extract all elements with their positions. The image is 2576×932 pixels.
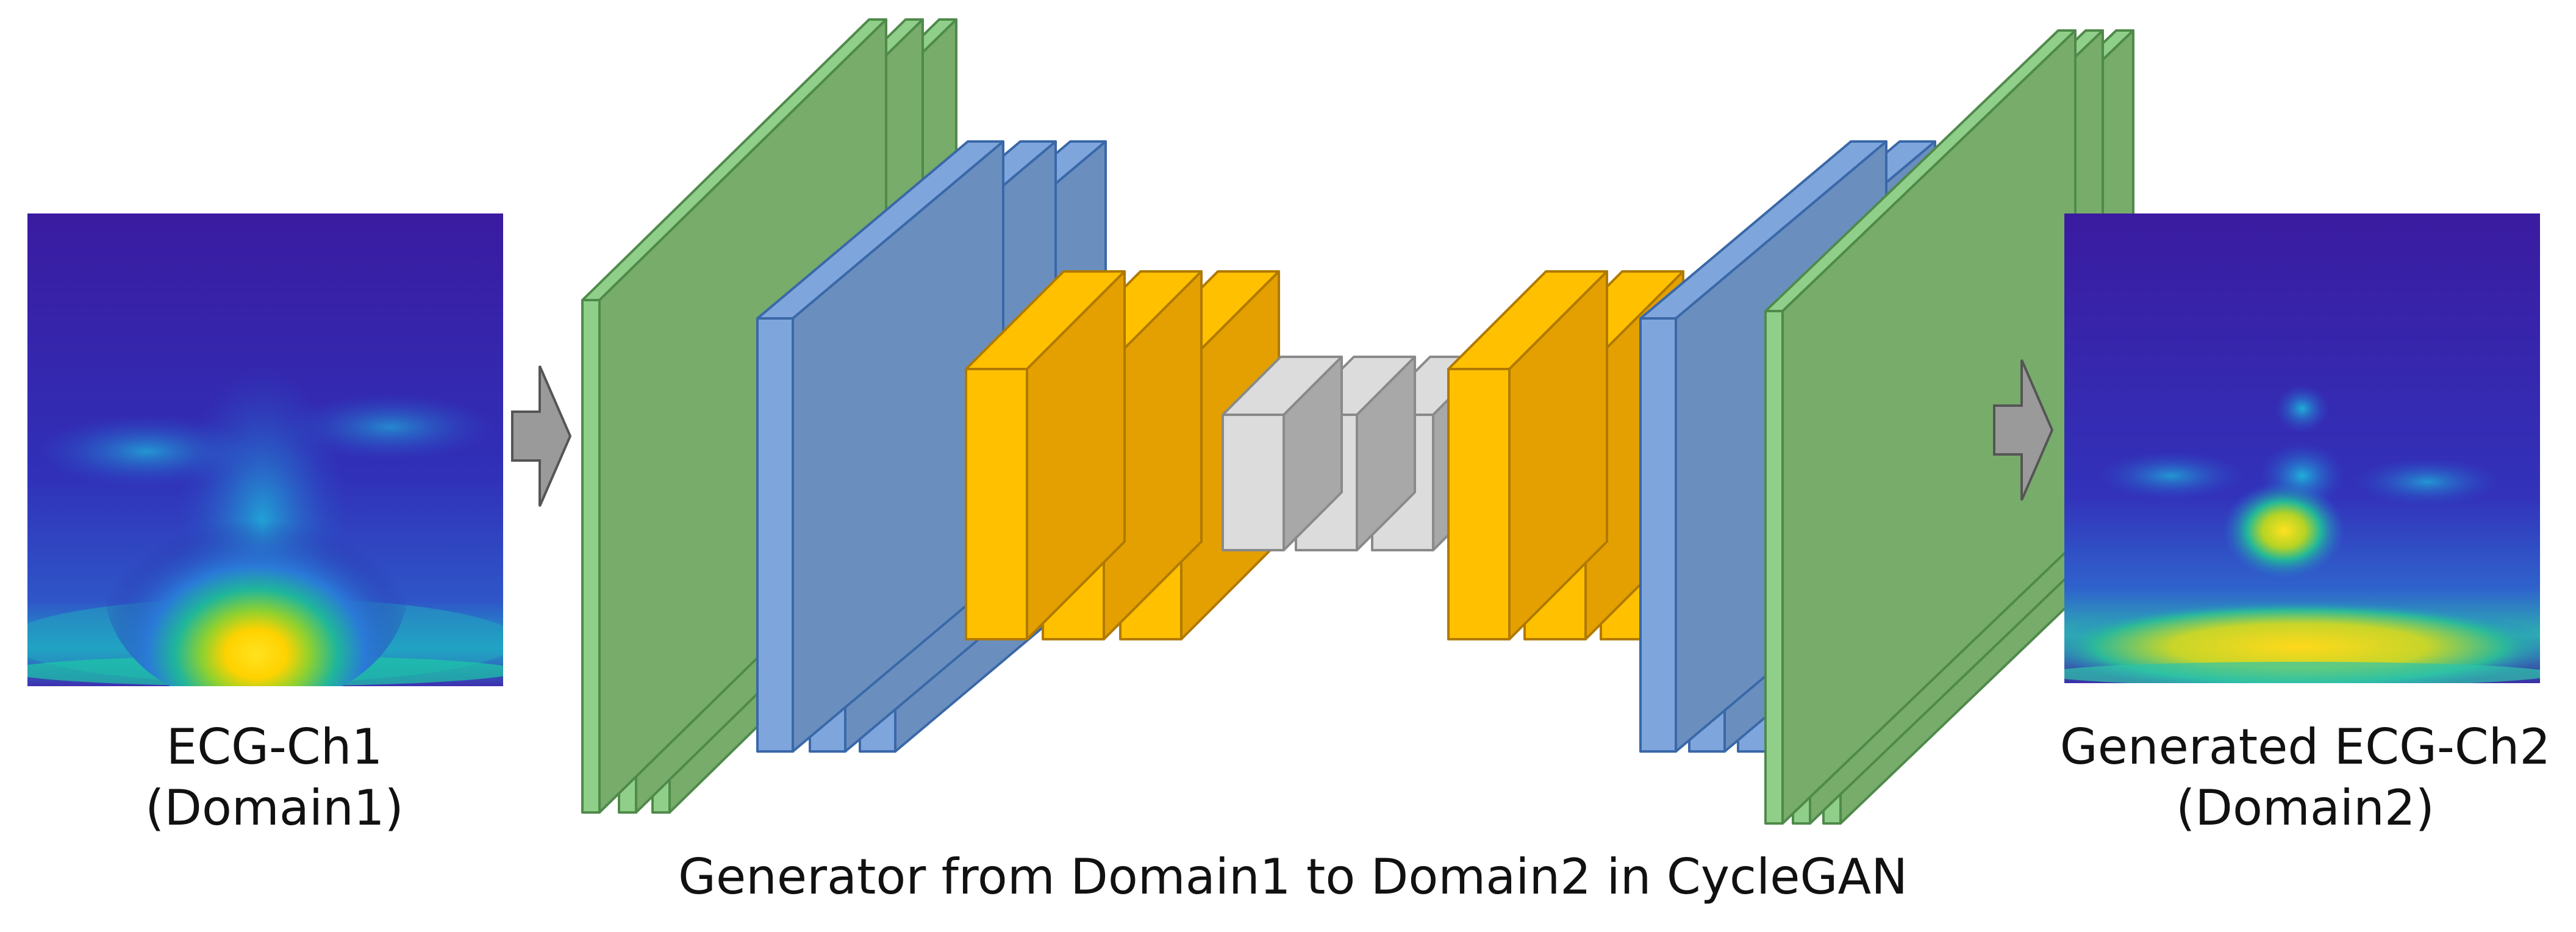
yellow-dec-layer-1 bbox=[1447, 270, 1608, 640]
gray-bottleneck-1 bbox=[1222, 356, 1343, 551]
input-spectrogram-image bbox=[27, 213, 503, 686]
yellow-enc-layer-1 bbox=[965, 270, 1126, 640]
diagram-caption: Generator from Domain1 to Domain2 in Cyc… bbox=[678, 848, 1908, 905]
blue-down-layer-1 bbox=[756, 140, 1004, 753]
input-label: ECG-Ch1 (Domain1) bbox=[18, 717, 531, 839]
input-label-line2: (Domain1) bbox=[145, 780, 404, 836]
output-label: Generated ECG-Ch2 (Domain2) bbox=[2031, 717, 2576, 839]
network-layers bbox=[581, 18, 2134, 825]
output-label-line2: (Domain2) bbox=[2176, 780, 2435, 836]
input-label-line1: ECG-Ch1 bbox=[166, 719, 383, 775]
output-spectrogram-image bbox=[2064, 213, 2540, 683]
right-arrow-icon bbox=[1993, 359, 2054, 501]
green-conv-layer-1 bbox=[581, 18, 887, 814]
output-label-line1: Generated ECG-Ch2 bbox=[2059, 719, 2551, 775]
green-out-layer-1 bbox=[1764, 29, 2077, 825]
right-arrow-icon bbox=[511, 365, 572, 507]
